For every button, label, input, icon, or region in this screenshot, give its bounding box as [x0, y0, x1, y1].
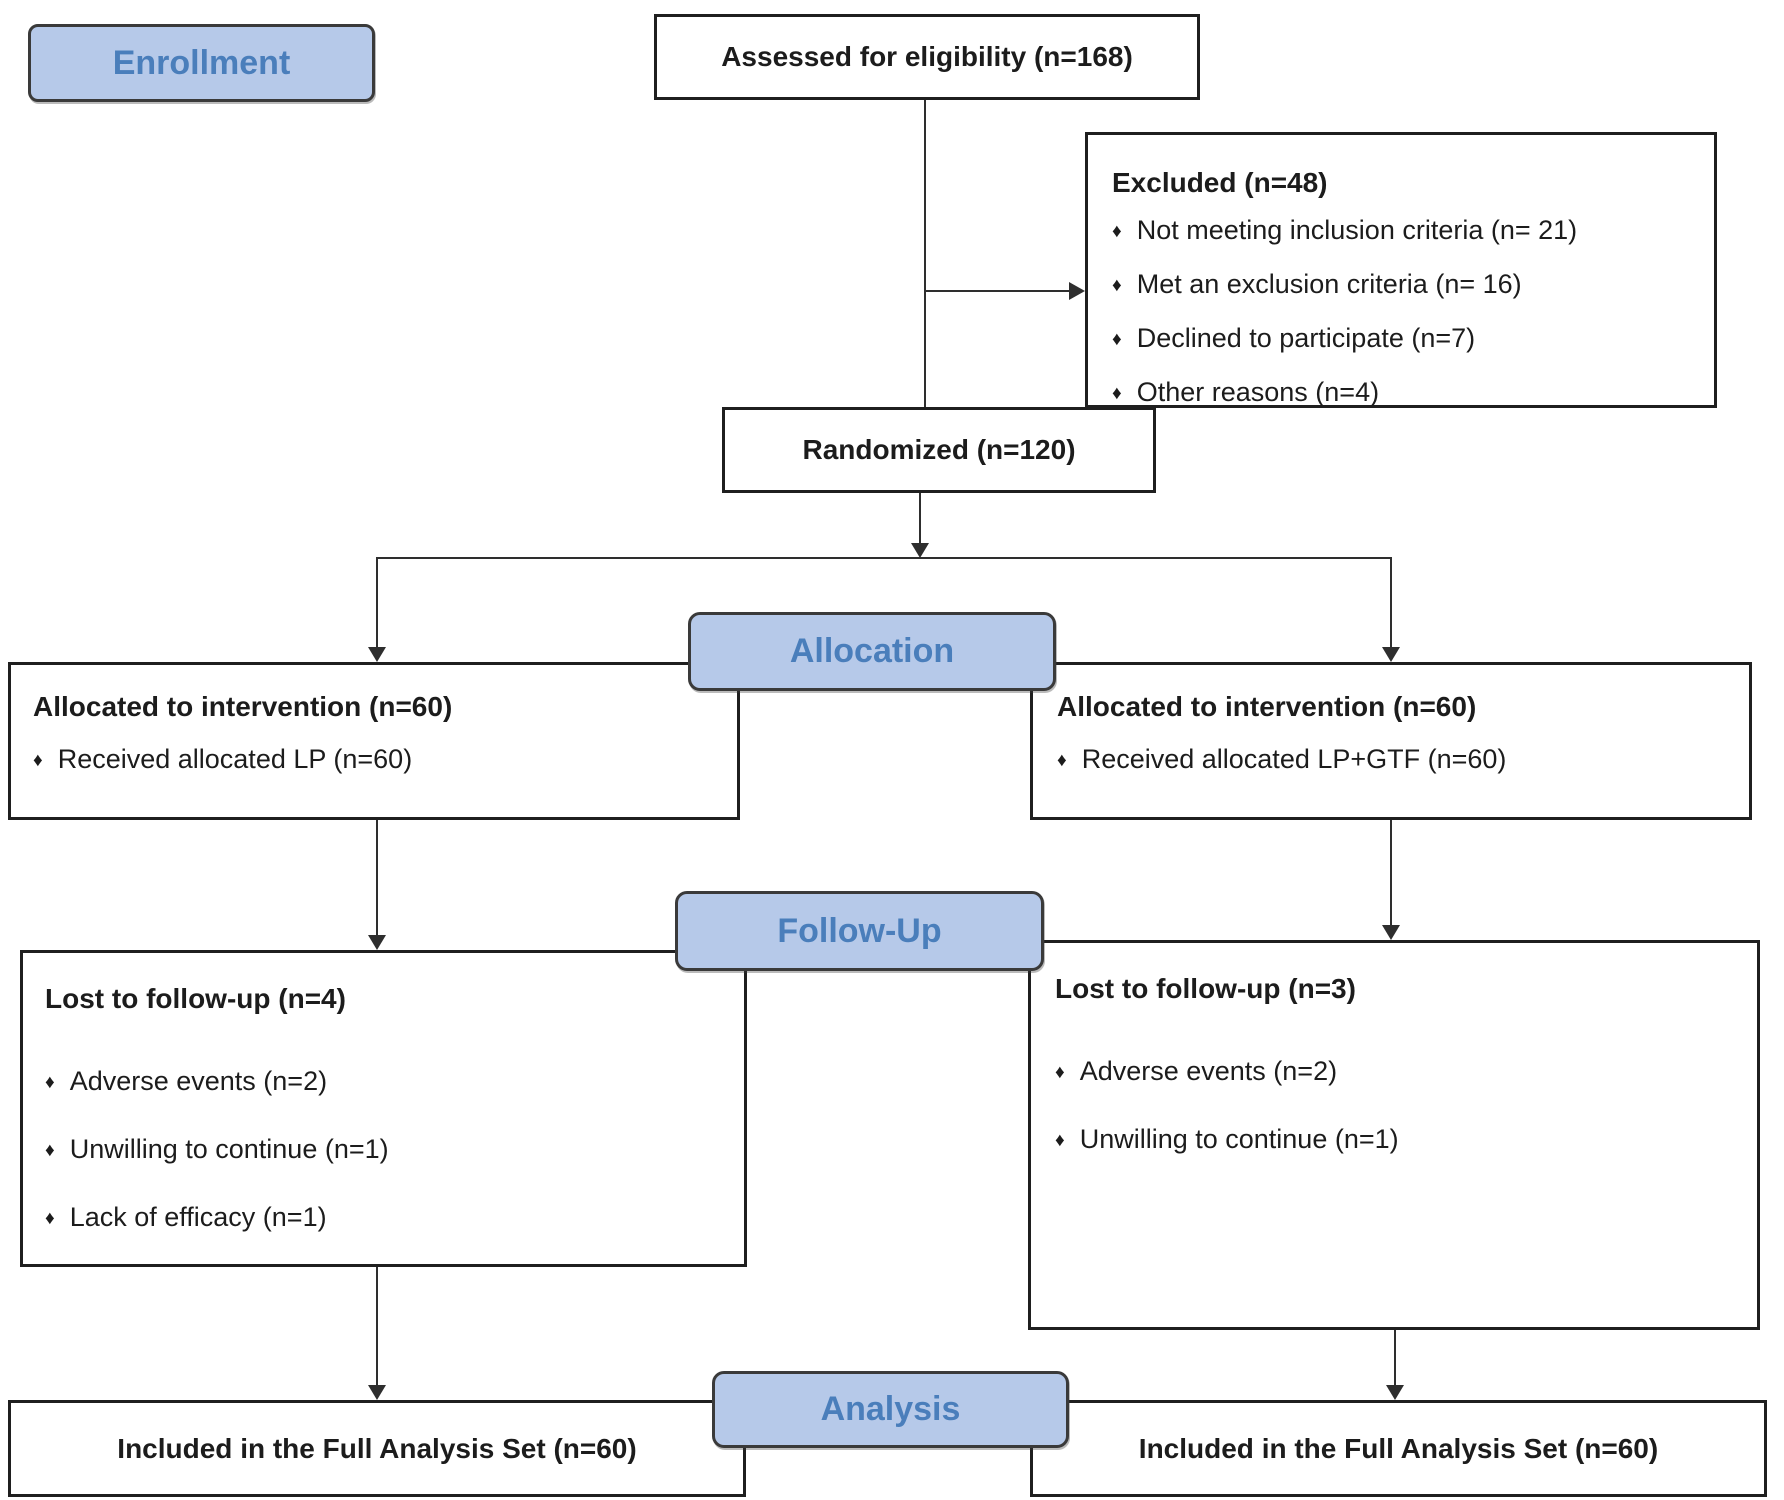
- analysis-right-title: Included in the Full Analysis Set (n=60): [1138, 1432, 1659, 1464]
- connector-to-excluded: [925, 290, 1073, 292]
- followup-left-box: Lost to follow-up (n=4) ♦ Adverse events …: [20, 950, 747, 1267]
- connector-branch-to-alloc-left: [376, 557, 378, 649]
- arrowhead-to-excluded: [1069, 282, 1085, 300]
- excluded-bullet-1: ♦ Not meeting inclusion criteria (n= 21): [1112, 205, 1694, 259]
- allocation-left-title: Allocated to intervention (n=60): [33, 691, 453, 722]
- allocation-right-bullet-1-text: Received allocated LP+GTF (n=60): [1081, 744, 1507, 774]
- arrowhead-randomized-branch: [911, 543, 929, 558]
- allocation-right-bullet-list: ♦ Received allocated LP+GTF (n=60): [1057, 737, 1731, 785]
- connector-assessed-to-randomized: [924, 100, 926, 408]
- connector-fu-to-analysis-right: [1394, 1330, 1396, 1387]
- allocation-left-bullet-1-text: Received allocated LP (n=60): [57, 744, 413, 774]
- allocation-left-bullet-list: ♦ Received allocated LP (n=60): [33, 737, 719, 785]
- diamond-bullet-icon: ♦: [45, 1208, 55, 1229]
- excluded-title: Excluded (n=48): [1112, 167, 1328, 198]
- arrowhead-fu-right: [1382, 925, 1400, 940]
- branch-line-allocation: [376, 557, 1392, 559]
- excluded-bullet-2: ♦ Met an exclusion criteria (n= 16): [1112, 259, 1694, 313]
- arrowhead-analysis-right: [1386, 1385, 1404, 1400]
- diamond-bullet-icon: ♦: [1112, 383, 1122, 404]
- phase-label-analysis: Analysis: [712, 1371, 1069, 1448]
- connector-branch-to-alloc-right: [1390, 557, 1392, 649]
- followup-left-bullet-2-text: Unwilling to continue (n=1): [69, 1134, 389, 1164]
- connector-alloc-to-fu-left: [376, 820, 378, 937]
- followup-left-bullet-list: ♦ Adverse events (n=2) ♦ Unwilling to cont…: [45, 1049, 726, 1253]
- excluded-box: Excluded (n=48) ♦ Not meeting inclusion c…: [1085, 132, 1717, 408]
- excluded-bullet-4-text: Other reasons (n=4): [1136, 377, 1380, 407]
- followup-left-bullet-2: ♦ Unwilling to continue (n=1): [45, 1117, 726, 1185]
- diamond-bullet-icon: ♦: [45, 1072, 55, 1093]
- followup-right-bullet-2: ♦ Unwilling to continue (n=1): [1055, 1107, 1739, 1175]
- followup-right-box: Lost to follow-up (n=3) ♦ Adverse events …: [1028, 940, 1760, 1330]
- allocation-right-box: Allocated to intervention (n=60) ♦ Receiv…: [1030, 662, 1752, 820]
- analysis-right-box: Included in the Full Analysis Set (n=60): [1030, 1400, 1767, 1497]
- phase-label-enrollment: Enrollment: [28, 24, 375, 102]
- analysis-left-box: Included in the Full Analysis Set (n=60): [8, 1400, 746, 1497]
- assessed-eligibility-title: Assessed for eligibility (n=168): [721, 41, 1133, 72]
- excluded-bullet-list: ♦Not meeting inclusion criteria (n= 21) …: [1112, 205, 1694, 421]
- followup-right-bullet-2-text: Unwilling to continue (n=1): [1079, 1124, 1399, 1154]
- arrowhead-alloc-right: [1382, 647, 1400, 662]
- excluded-bullet-3: ♦ Declined to participate (n=7): [1112, 313, 1694, 367]
- followup-right-bullet-1: ♦ Adverse events (n=2): [1055, 1039, 1739, 1107]
- diamond-bullet-icon: ♦: [1057, 750, 1067, 771]
- diamond-bullet-icon: ♦: [1112, 329, 1122, 350]
- excluded-bullet-1-text: Not meeting inclusion criteria (n= 21): [1136, 215, 1578, 245]
- followup-right-title: Lost to follow-up (n=3): [1055, 973, 1356, 1004]
- followup-left-bullet-1: ♦ Adverse events (n=2): [45, 1049, 726, 1117]
- phase-label-allocation: Allocation: [688, 612, 1056, 691]
- randomized-box: Randomized (n=120): [722, 407, 1156, 493]
- arrowhead-fu-left: [368, 935, 386, 950]
- assessed-eligibility-box: Assessed for eligibility (n=168): [654, 14, 1200, 100]
- connector-alloc-to-fu-right: [1390, 820, 1392, 927]
- excluded-bullet-2-text: Met an exclusion criteria (n= 16): [1136, 269, 1522, 299]
- excluded-bullet-4: ♦ Other reasons (n=4): [1112, 367, 1694, 421]
- followup-left-title: Lost to follow-up (n=4): [45, 983, 346, 1014]
- phase-label-followup: Follow-Up: [675, 891, 1044, 971]
- followup-right-bullet-list: ♦ Adverse events (n=2) ♦ Unwilling to cont…: [1055, 1039, 1739, 1175]
- arrowhead-alloc-left: [368, 647, 386, 662]
- arrowhead-analysis-left: [368, 1385, 386, 1400]
- connector-fu-to-analysis-left: [376, 1267, 378, 1387]
- analysis-left-title: Included in the Full Analysis Set (n=60): [117, 1432, 637, 1464]
- diamond-bullet-icon: ♦: [1055, 1130, 1065, 1151]
- allocation-right-title: Allocated to intervention (n=60): [1057, 691, 1477, 722]
- allocation-left-bullet-1: ♦ Received allocated LP (n=60): [33, 737, 719, 785]
- diamond-bullet-icon: ♦: [45, 1140, 55, 1161]
- diamond-bullet-icon: ♦: [1112, 275, 1122, 296]
- allocation-left-box: Allocated to intervention (n=60) ♦ Receiv…: [8, 662, 740, 820]
- followup-left-bullet-3: ♦ Lack of efficacy (n=1): [45, 1185, 726, 1253]
- diamond-bullet-icon: ♦: [1112, 221, 1122, 242]
- excluded-bullet-3-text: Declined to participate (n=7): [1136, 323, 1476, 353]
- followup-left-bullet-3-text: Lack of efficacy (n=1): [69, 1202, 327, 1232]
- randomized-title: Randomized (n=120): [802, 434, 1076, 465]
- diamond-bullet-icon: ♦: [33, 750, 43, 771]
- connector-randomized-to-branch: [919, 493, 921, 545]
- followup-right-bullet-1-text: Adverse events (n=2): [1079, 1056, 1338, 1086]
- followup-left-bullet-1-text: Adverse events (n=2): [69, 1066, 328, 1096]
- diamond-bullet-icon: ♦: [1055, 1062, 1065, 1083]
- allocation-right-bullet-1: ♦ Received allocated LP+GTF (n=60): [1057, 737, 1731, 785]
